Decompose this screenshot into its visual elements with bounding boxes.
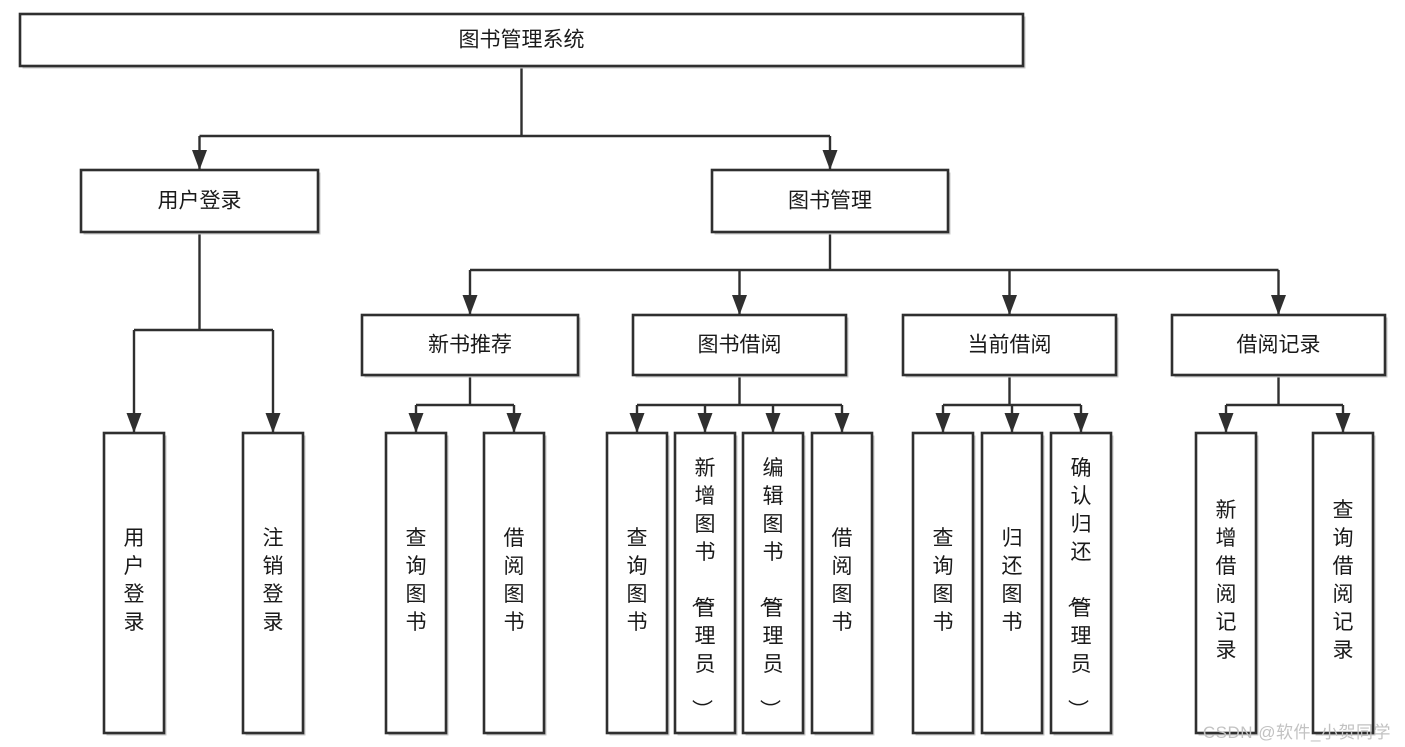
node-new-book-recommend[interactable]: 新书推荐 <box>360 313 581 378</box>
node-leaf-query-book-2[interactable]: 查询图书 <box>605 431 670 736</box>
node-label: 图书管理 <box>788 190 872 213</box>
node-leaf-return-book[interactable]: 归还图书 <box>980 431 1045 736</box>
node-label: 新书推荐 <box>428 334 512 357</box>
node-leaf-add-book[interactable]: 新增图书（管理员） <box>673 431 738 736</box>
node-label: 借阅记录 <box>1237 334 1321 357</box>
node-label: 查询借阅记录 <box>1333 499 1354 662</box>
node-label: 新增借阅记录 <box>1216 499 1237 662</box>
node-label: 确认归还（管理员） <box>1066 457 1092 720</box>
node-book-manage[interactable]: 图书管理 <box>710 168 951 235</box>
node-borrow-record[interactable]: 借阅记录 <box>1170 313 1388 378</box>
connector-edge-root-bus <box>192 66 838 170</box>
node-leaf-borrow-book-2[interactable]: 借阅图书 <box>810 431 875 736</box>
node-label: 借阅图书 <box>504 527 525 634</box>
node-label: 查询图书 <box>933 527 954 634</box>
node-book-borrow[interactable]: 图书借阅 <box>631 313 849 378</box>
node-label: 用户登录 <box>124 527 145 634</box>
node-layer: 图书管理系统用户登录图书管理新书推荐图书借阅当前借阅借阅记录用户登录注销登录查询… <box>18 12 1388 736</box>
connector-edge-recommend-bus <box>408 375 522 433</box>
node-label: 归还图书 <box>1002 527 1023 634</box>
node-leaf-borrow-book-1[interactable]: 借阅图书 <box>482 431 547 736</box>
node-user-login[interactable]: 用户登录 <box>79 168 321 235</box>
node-leaf-edit-book[interactable]: 编辑图书（管理员） <box>741 431 806 736</box>
node-label: 编辑图书（管理员） <box>758 457 784 720</box>
node-leaf-confirm-return[interactable]: 确认归还（管理员） <box>1049 431 1114 736</box>
node-label: 图书管理系统 <box>459 29 585 52</box>
node-current-borrow[interactable]: 当前借阅 <box>901 313 1119 378</box>
node-leaf-query-book-1[interactable]: 查询图书 <box>384 431 449 736</box>
csdn-watermark: CSDN @软件_小贺同学 <box>1202 723 1391 742</box>
node-leaf-query-book-3[interactable]: 查询图书 <box>911 431 976 736</box>
node-label: 用户登录 <box>158 190 242 213</box>
connector-edge-bookmanage-bus <box>462 232 1286 315</box>
node-label: 注销登录 <box>263 527 284 634</box>
node-root[interactable]: 图书管理系统 <box>18 12 1026 69</box>
connector-edge-record-bus <box>1218 375 1351 433</box>
connector-edge-userlogin-bus <box>126 232 281 433</box>
node-label: 新增图书（管理员） <box>690 457 716 720</box>
connector-edge-current-bus <box>935 375 1089 433</box>
connector-layer <box>126 66 1351 433</box>
connector-edge-borrow-bus <box>629 375 850 433</box>
node-label: 图书借阅 <box>698 334 782 357</box>
node-leaf-user-login[interactable]: 用户登录 <box>102 431 167 736</box>
node-label: 当前借阅 <box>968 334 1052 357</box>
node-label: 借阅图书 <box>832 527 853 634</box>
node-leaf-query-record[interactable]: 查询借阅记录 <box>1311 431 1376 736</box>
node-leaf-add-record[interactable]: 新增借阅记录 <box>1194 431 1259 736</box>
node-label: 查询图书 <box>627 527 648 634</box>
node-leaf-logout[interactable]: 注销登录 <box>241 431 306 736</box>
node-label: 查询图书 <box>406 527 427 634</box>
